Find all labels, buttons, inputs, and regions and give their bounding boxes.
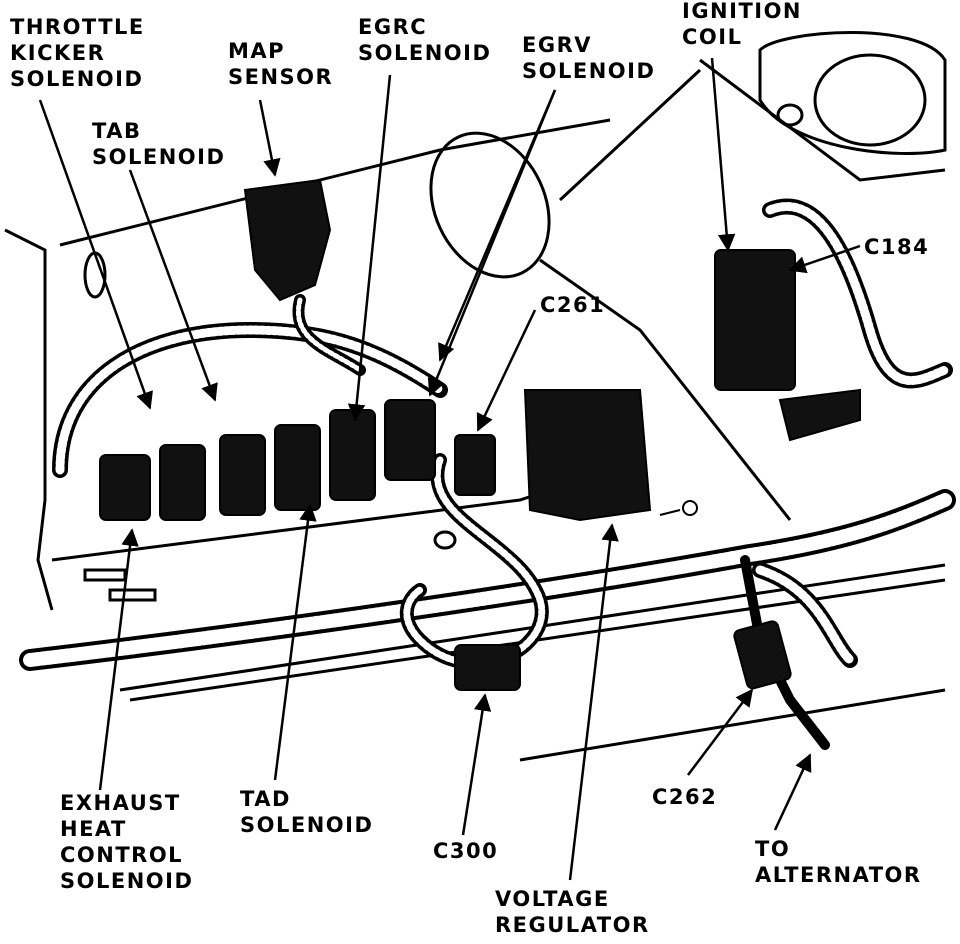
leader-tab (128, 169, 218, 402)
ignition-coil (714, 249, 796, 391)
panel-hole (433, 530, 457, 550)
leader-tad (273, 503, 317, 781)
tower-hole (776, 103, 804, 127)
leader-c261 (476, 309, 537, 432)
upper-panel-line (59, 118, 611, 247)
large-oval-opening (429, 131, 551, 279)
solenoid-block-3 (219, 434, 266, 516)
label-c184: C184 (864, 235, 930, 259)
leader-egrc (347, 74, 392, 422)
leader-c184 (788, 244, 861, 274)
leader-egrv-2 (427, 89, 557, 397)
panel-slot-low-2 (108, 588, 157, 602)
panel-slot-low (83, 568, 127, 582)
shock-tower (758, 31, 947, 155)
solenoid-block-1 (99, 454, 151, 521)
c262-connector (733, 620, 792, 690)
left-panel-edge (4, 228, 54, 611)
leader-ignition (710, 57, 736, 252)
voltage-regulator (523, 389, 652, 522)
leader-exhaust (98, 528, 139, 791)
solenoid-block-6 (384, 399, 436, 481)
leader-c300 (461, 693, 492, 836)
bolt (659, 500, 698, 516)
solenoid-block-2 (159, 444, 206, 521)
c300-connector (454, 644, 521, 691)
fender-line-lower (519, 688, 946, 762)
map-sensor (243, 178, 332, 302)
leader-lines (38, 57, 861, 881)
label-c261: C261 (540, 293, 606, 317)
tower-opening (813, 53, 927, 147)
wire-harnesses (19, 198, 956, 750)
components (99, 178, 861, 691)
label-c262: C262 (652, 785, 718, 809)
leader-map (258, 99, 281, 177)
c261-connector (454, 434, 496, 496)
right-panel-edge (699, 58, 946, 182)
label-c300: C300 (433, 839, 499, 863)
diagonal-panel-line (539, 258, 792, 521)
coil-bracket (778, 388, 861, 442)
solenoid-block-5 (329, 409, 376, 501)
leader-c262 (687, 688, 754, 776)
leader-throttle-kicker (38, 99, 153, 410)
solenoid-block-4 (274, 424, 321, 511)
leader-alternator (773, 753, 812, 831)
leader-voltage (568, 523, 619, 881)
cowl-edge (558, 68, 702, 202)
